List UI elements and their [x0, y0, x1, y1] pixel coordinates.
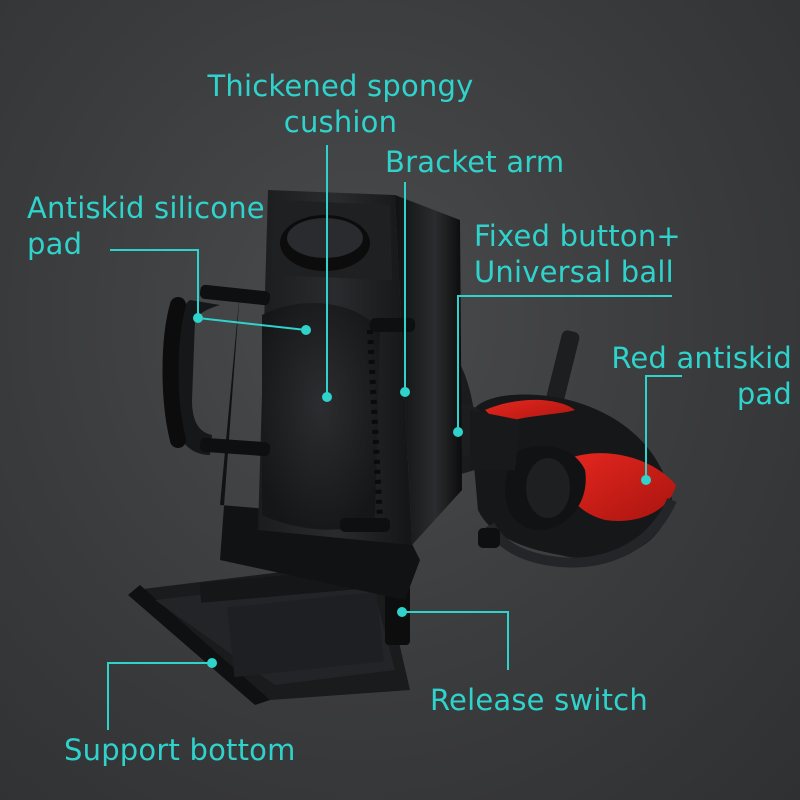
label-text-line: Universal ball — [474, 255, 674, 289]
dot-support-bottom — [207, 658, 217, 668]
label-antiskid-silicone-pad: Antiskid silicone pad — [27, 190, 265, 262]
leader-line-support-bottom — [107, 662, 212, 730]
leader-line-release-switch — [402, 611, 509, 670]
leader-line-fixed-button — [457, 295, 672, 432]
label-red-antiskid-pad: Red antiskid pad — [600, 340, 792, 412]
dot-bracket-arm — [400, 387, 410, 397]
leader-dots — [193, 313, 651, 668]
label-support-bottom: Support bottom — [64, 733, 296, 767]
label-fixed-button-universal-ball: Fixed button+ Universal ball — [474, 218, 681, 290]
label-text-line: Antiskid silicone — [27, 191, 265, 225]
label-text-line: Fixed button+ — [474, 219, 681, 253]
dot-fixed-button — [453, 427, 463, 437]
label-release-switch: Release switch — [430, 683, 648, 717]
dot-antiskid-right — [301, 325, 311, 335]
handlebar-clamp — [470, 330, 677, 568]
leader-line-red-pad — [645, 375, 682, 480]
label-thickened-spongy-cushion: Thickened spongy cushion — [198, 68, 483, 140]
dot-release-switch — [397, 607, 407, 617]
label-text-line: Thickened spongy — [207, 69, 474, 103]
leader-lines — [107, 145, 682, 730]
label-text-line: pad — [736, 377, 792, 411]
label-text-line: cushion — [283, 105, 398, 139]
dot-cushion — [322, 392, 332, 402]
spongy-cushion — [262, 303, 383, 530]
support-tray — [128, 560, 410, 705]
label-text-line: Red antiskid — [611, 341, 792, 375]
leader-line-antiskid-pad — [110, 249, 307, 331]
label-text-line: pad — [27, 227, 83, 261]
side-arms — [162, 284, 415, 532]
dot-antiskid-left — [193, 313, 203, 323]
dot-red-pad — [641, 475, 651, 485]
label-bracket-arm: Bracket arm — [385, 145, 565, 179]
